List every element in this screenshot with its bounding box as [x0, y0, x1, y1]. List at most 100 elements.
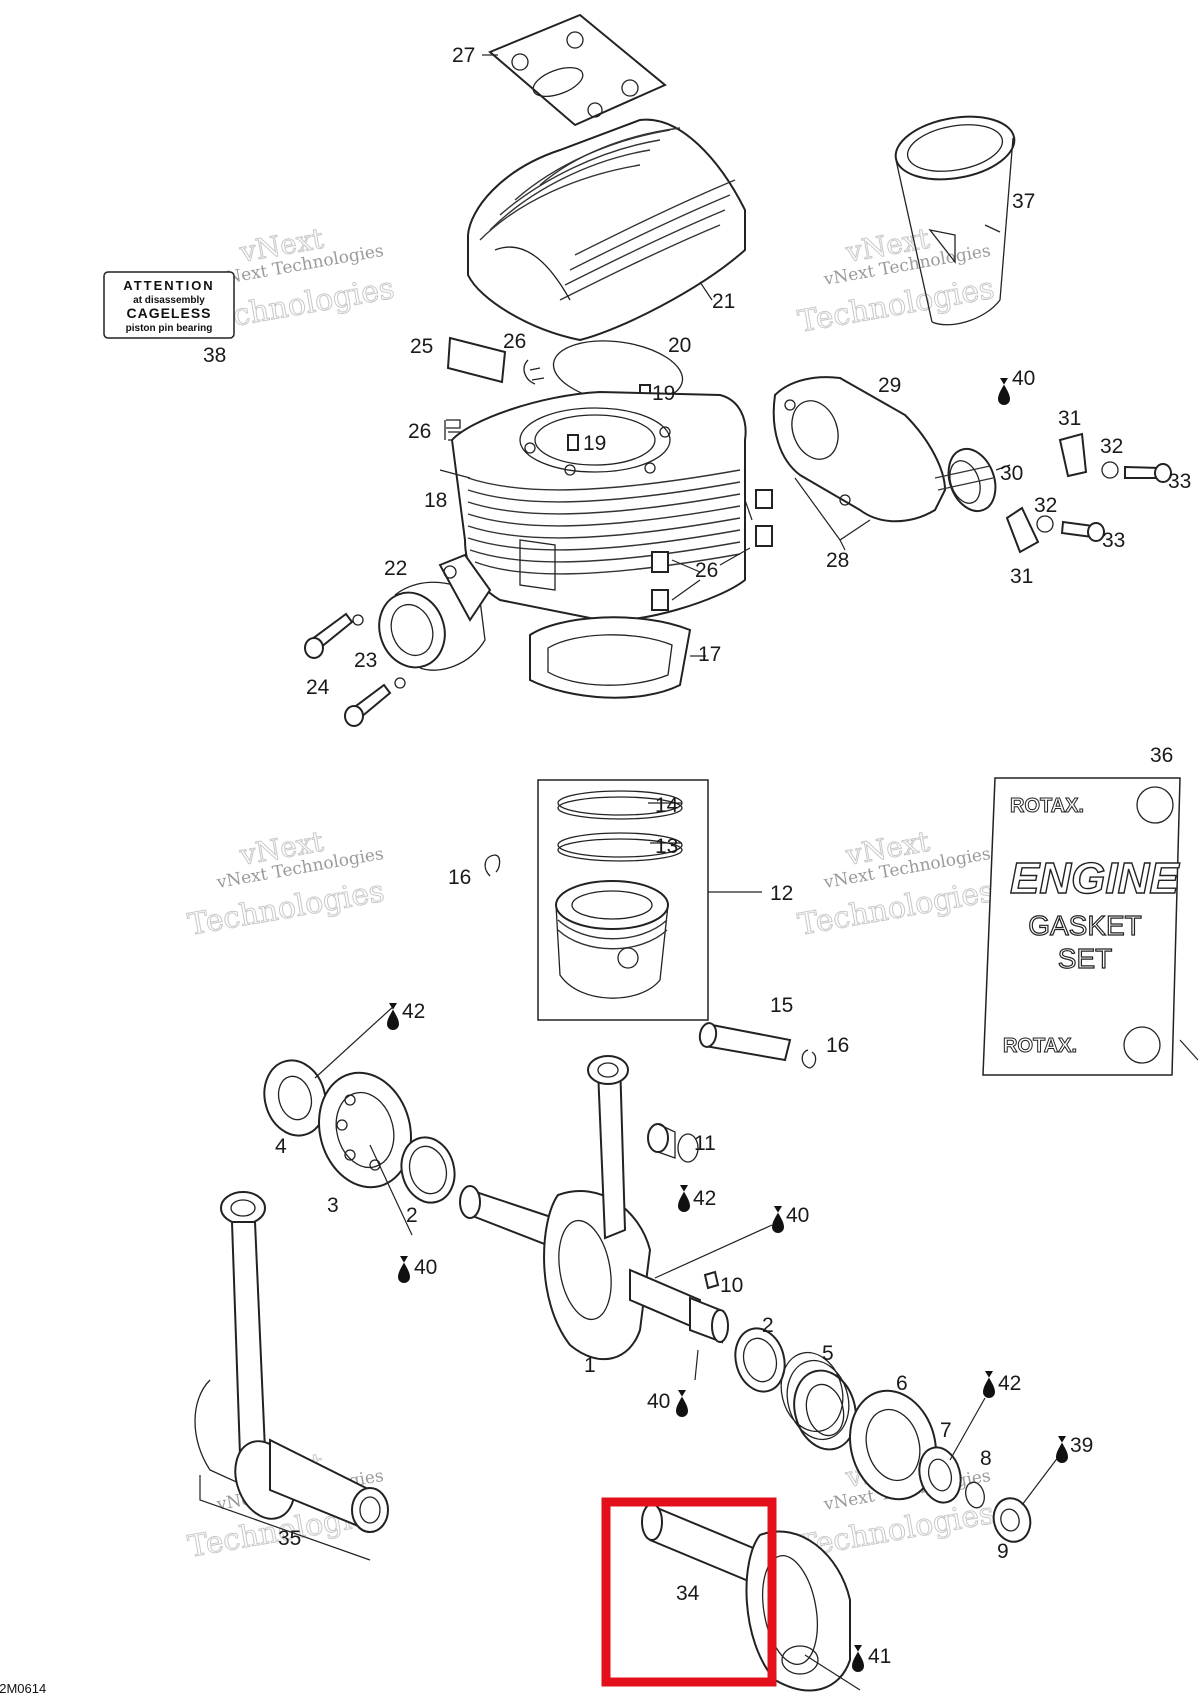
label-41: 41: [868, 1645, 891, 1668]
part-labels: 27 37 21 38 25 26 20 19 29 40 26 19 31 3…: [203, 44, 1191, 1668]
label-36: 36: [1150, 744, 1173, 767]
gasket-title1: ENGINE: [1010, 854, 1180, 903]
part-4-seal: [263, 1004, 396, 1137]
label-8: 8: [980, 1447, 992, 1470]
label-22: 22: [384, 557, 407, 580]
attention-line2: at disassembly: [133, 295, 205, 306]
part-28-leader: [794, 477, 871, 551]
attention-line3: CAGELESS: [126, 305, 211, 321]
oil-drop-icon: [398, 1256, 410, 1283]
label-32a: 32: [1100, 435, 1123, 458]
label-33a: 33: [1168, 470, 1191, 493]
label-12: 12: [770, 882, 793, 905]
label-42c: 42: [998, 1372, 1021, 1395]
label-38: 38: [203, 344, 226, 367]
oil-drop-icon: [676, 1390, 688, 1417]
label-9: 9: [997, 1540, 1009, 1563]
part-35-conrod-assembly: [194, 1191, 389, 1561]
label-11: 11: [694, 1132, 716, 1155]
part-6-bearing-right: [849, 1389, 937, 1501]
part-16-clip-left: [484, 854, 501, 877]
label-20: 20: [668, 334, 691, 357]
watermark-mid-left: vNext Technologies vNext Technologies: [185, 824, 388, 943]
part-22-intake-manifold: [378, 553, 492, 671]
watermark-outline: Technologies: [185, 874, 387, 943]
leaders: [654, 1224, 773, 1381]
attention-title: ATTENTION: [123, 278, 214, 293]
part-5-spring-spacer: [780, 1351, 857, 1451]
part-26-clips-right: [651, 489, 773, 611]
part-31-brackets: [1005, 432, 1088, 554]
part-24-bolts: [304, 612, 392, 727]
label-19b: 19: [583, 432, 606, 455]
label-21: 21: [712, 290, 735, 313]
label-2a: 2: [406, 1204, 418, 1227]
label-5: 5: [822, 1342, 834, 1365]
part-2-ring-right: [734, 1327, 786, 1393]
label-14: 14: [655, 794, 679, 817]
part-3-bearing: [318, 1071, 413, 1236]
part-27-head-gasket: [482, 13, 667, 127]
oil-drop-icon: [983, 1371, 995, 1398]
attention-line4: piston pin bearing: [126, 323, 213, 334]
watermark-top-right: vNext Technologies vNext Technologies: [795, 221, 998, 340]
part-29-exhaust-manifold: [772, 376, 947, 523]
part-33-bolts: [1060, 463, 1172, 542]
label-35: 35: [278, 1527, 301, 1550]
label-16a: 16: [448, 866, 471, 889]
oil-drop-icon: [678, 1185, 690, 1212]
part-7-seal-right: [918, 1397, 986, 1504]
label-29: 29: [878, 374, 901, 397]
oil-drop-icon: [998, 378, 1010, 405]
part-25-block: [446, 336, 507, 384]
label-27: 27: [452, 44, 475, 67]
oil-drop-icon: [387, 1003, 399, 1030]
part-36-gasket-set: ROTAX. ENGINE GASKET SET ROTAX.: [982, 777, 1199, 1076]
diagram-id: 02M0614: [0, 1681, 46, 1696]
label-13: 13: [655, 835, 678, 858]
gasket-brand-bottom: ROTAX.: [1003, 1035, 1077, 1057]
highlight-box-part-34: [601, 1497, 777, 1687]
oil-drop-icon: [772, 1206, 784, 1233]
part-18-cylinder-block: [439, 390, 747, 622]
label-31b: 31: [1010, 565, 1033, 588]
label-33b: 33: [1102, 529, 1125, 552]
label-26b: 26: [408, 420, 431, 443]
label-28: 28: [826, 549, 849, 572]
part-1-crankshaft: [459, 1055, 729, 1361]
part-8-washer: [965, 1481, 985, 1509]
label-2b: 2: [762, 1314, 774, 1337]
label-24: 24: [306, 676, 330, 699]
label-19a: 19: [652, 382, 675, 405]
label-16b: 16: [826, 1034, 849, 1057]
part-21-cylinder-head: [467, 118, 746, 342]
label-32b: 32: [1034, 494, 1057, 517]
label-40d: 40: [647, 1390, 670, 1413]
part-11-cage-bearing: [647, 1123, 699, 1163]
part-23-washers: [352, 614, 406, 689]
gasket-brand-top: ROTAX.: [1010, 795, 1084, 817]
part-32-washers: [1036, 461, 1119, 533]
label-1: 1: [584, 1354, 596, 1377]
label-26a: 26: [503, 330, 526, 353]
part-15-piston-pin: [698, 1022, 792, 1062]
label-6: 6: [896, 1372, 908, 1395]
part-38-attention-label: ATTENTION at disassembly CAGELESS piston…: [103, 271, 235, 339]
label-37: 37: [1012, 190, 1035, 213]
label-7: 7: [940, 1419, 952, 1442]
label-3: 3: [327, 1194, 339, 1217]
label-17: 17: [698, 643, 721, 666]
label-15: 15: [770, 994, 793, 1017]
part-19-stud-center: [567, 434, 579, 451]
label-34: 34: [676, 1582, 700, 1605]
label-40a: 40: [1012, 367, 1035, 390]
part-12-piston-assembly: [537, 779, 762, 1021]
gasket-title2: GASKET: [1028, 910, 1142, 941]
label-18: 18: [424, 489, 447, 512]
label-10: 10: [720, 1274, 743, 1297]
label-40c: 40: [414, 1256, 437, 1279]
label-30: 30: [1000, 462, 1023, 485]
part-26-clip-top: [523, 359, 545, 385]
part-30-exhaust-socket: [934, 448, 1011, 512]
